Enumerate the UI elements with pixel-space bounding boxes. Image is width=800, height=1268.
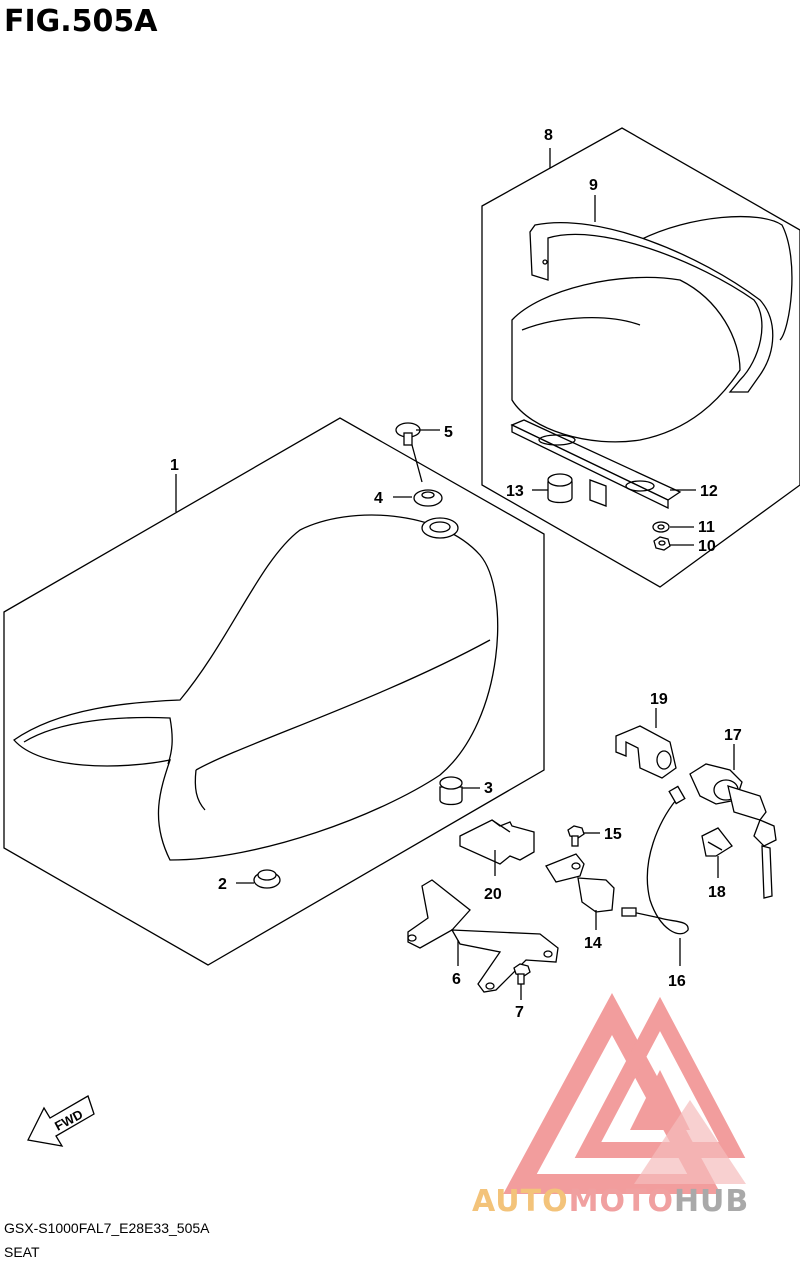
- watermark-text-part1: AUTO: [472, 1184, 569, 1219]
- callout-6: 6: [452, 971, 461, 988]
- callout-4: 4: [374, 490, 383, 507]
- section-name: SEAT: [4, 1244, 40, 1260]
- strap-part-9: [529, 221, 774, 393]
- callout-15: 15: [604, 826, 622, 843]
- callout-9: 9: [589, 177, 598, 194]
- rear-seat-cushion: [511, 215, 793, 443]
- callout-10: 10: [698, 538, 716, 555]
- lock-part-14: [545, 853, 615, 913]
- bracket-part-20: [459, 819, 535, 865]
- key-cylinder-part-17: [689, 763, 777, 899]
- cushion-part-2: [253, 869, 281, 889]
- callout-20: 20: [484, 886, 502, 903]
- cable-part-16: [621, 785, 689, 935]
- cushion-part-3: [439, 776, 463, 806]
- pin-part-5: [395, 422, 421, 446]
- main-seat-frame: [3, 417, 545, 966]
- cushion-part-13: [547, 473, 573, 504]
- fwd-label: FWD: [52, 1107, 85, 1134]
- watermark-text-part2: MOTO: [568, 1184, 674, 1219]
- callout-11: 11: [698, 519, 715, 536]
- callout-1: 1: [170, 457, 179, 474]
- grommet-part-4: [413, 489, 459, 539]
- model-code: GSX-S1000FAL7_E28E33_505A: [4, 1220, 210, 1236]
- figure-title: FIG.505A: [4, 4, 158, 39]
- washer-part-11: [652, 521, 670, 533]
- callout-16: 16: [668, 973, 686, 990]
- clip-part-18: [701, 827, 733, 857]
- callout-12: 12: [700, 483, 718, 500]
- watermark-text: AUTOMOTOHUB: [472, 1184, 749, 1219]
- fwd-arrow-icon: FWD: [27, 1095, 95, 1147]
- nut-part-10: [653, 536, 671, 551]
- bolt-part-7: [513, 963, 531, 985]
- callout-14: 14: [584, 935, 602, 952]
- bracket-part-19: [615, 725, 677, 779]
- screw-part-15: [567, 825, 585, 847]
- watermark-text-part3: HUB: [673, 1184, 750, 1219]
- watermark-logo-icon: [503, 992, 746, 1194]
- callout-2: 2: [218, 876, 227, 893]
- rear-seat-frame: [481, 127, 800, 588]
- callout-3: 3: [484, 780, 493, 797]
- callout-7: 7: [515, 1004, 524, 1021]
- callout-19: 19: [650, 691, 668, 708]
- bracket-part-12: [510, 419, 682, 510]
- callout-13: 13: [506, 483, 524, 500]
- callout-8: 8: [544, 127, 553, 144]
- callout-5: 5: [444, 424, 453, 441]
- seat-part-1: [13, 514, 499, 861]
- callout-18: 18: [708, 884, 726, 901]
- hinge-part-6: [407, 879, 559, 993]
- callout-17: 17: [724, 727, 742, 744]
